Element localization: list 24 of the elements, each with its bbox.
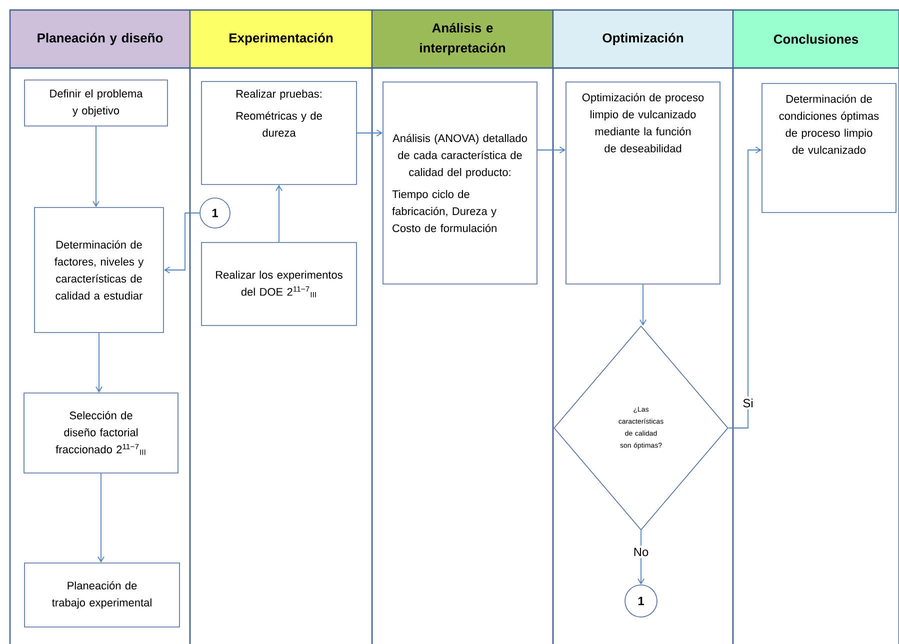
arrow bbox=[92, 126, 100, 208]
arrow bbox=[96, 332, 102, 393]
process-box: Determinación de factores, niveles y características de calidad a estudiar bbox=[34, 207, 164, 333]
arrow bbox=[356, 130, 383, 136]
node-label: Planeación y diseño bbox=[38, 32, 163, 46]
process-box: Optimización de proceso limpio de vulcanizado mediante la función de deseabilidad bbox=[566, 82, 720, 284]
node-label: Optimización bbox=[602, 32, 684, 46]
arrow bbox=[164, 212, 200, 274]
process-box: Planeación de trabajo experimental bbox=[24, 562, 180, 628]
edge-label: Si bbox=[740, 396, 756, 410]
node-label: Experimentación bbox=[229, 32, 333, 46]
process-box: Análisis (ANOVA) detallado de cada característica de calidad del producto: Tiempo ciclo de fabricación, Dureza y Costo de formulación bbox=[382, 82, 538, 284]
process-box: Determinación de condiciones óptimas de proceso limpio de vulcanizado bbox=[762, 83, 896, 213]
arrow bbox=[728, 146, 762, 428]
arrow bbox=[98, 472, 104, 563]
arrow bbox=[536, 146, 566, 154]
arrow bbox=[640, 284, 646, 326]
process-box: Realizar pruebas: Reométricas y de dureza bbox=[201, 81, 357, 185]
arrow bbox=[276, 184, 282, 243]
edge-label: No bbox=[631, 546, 651, 558]
node-label: Conclusiones bbox=[774, 34, 858, 44]
arrow bbox=[638, 530, 644, 585]
node-label: Análisis e interpretación bbox=[420, 22, 506, 56]
process-box: Definir el problema y objetivo bbox=[24, 80, 168, 126]
